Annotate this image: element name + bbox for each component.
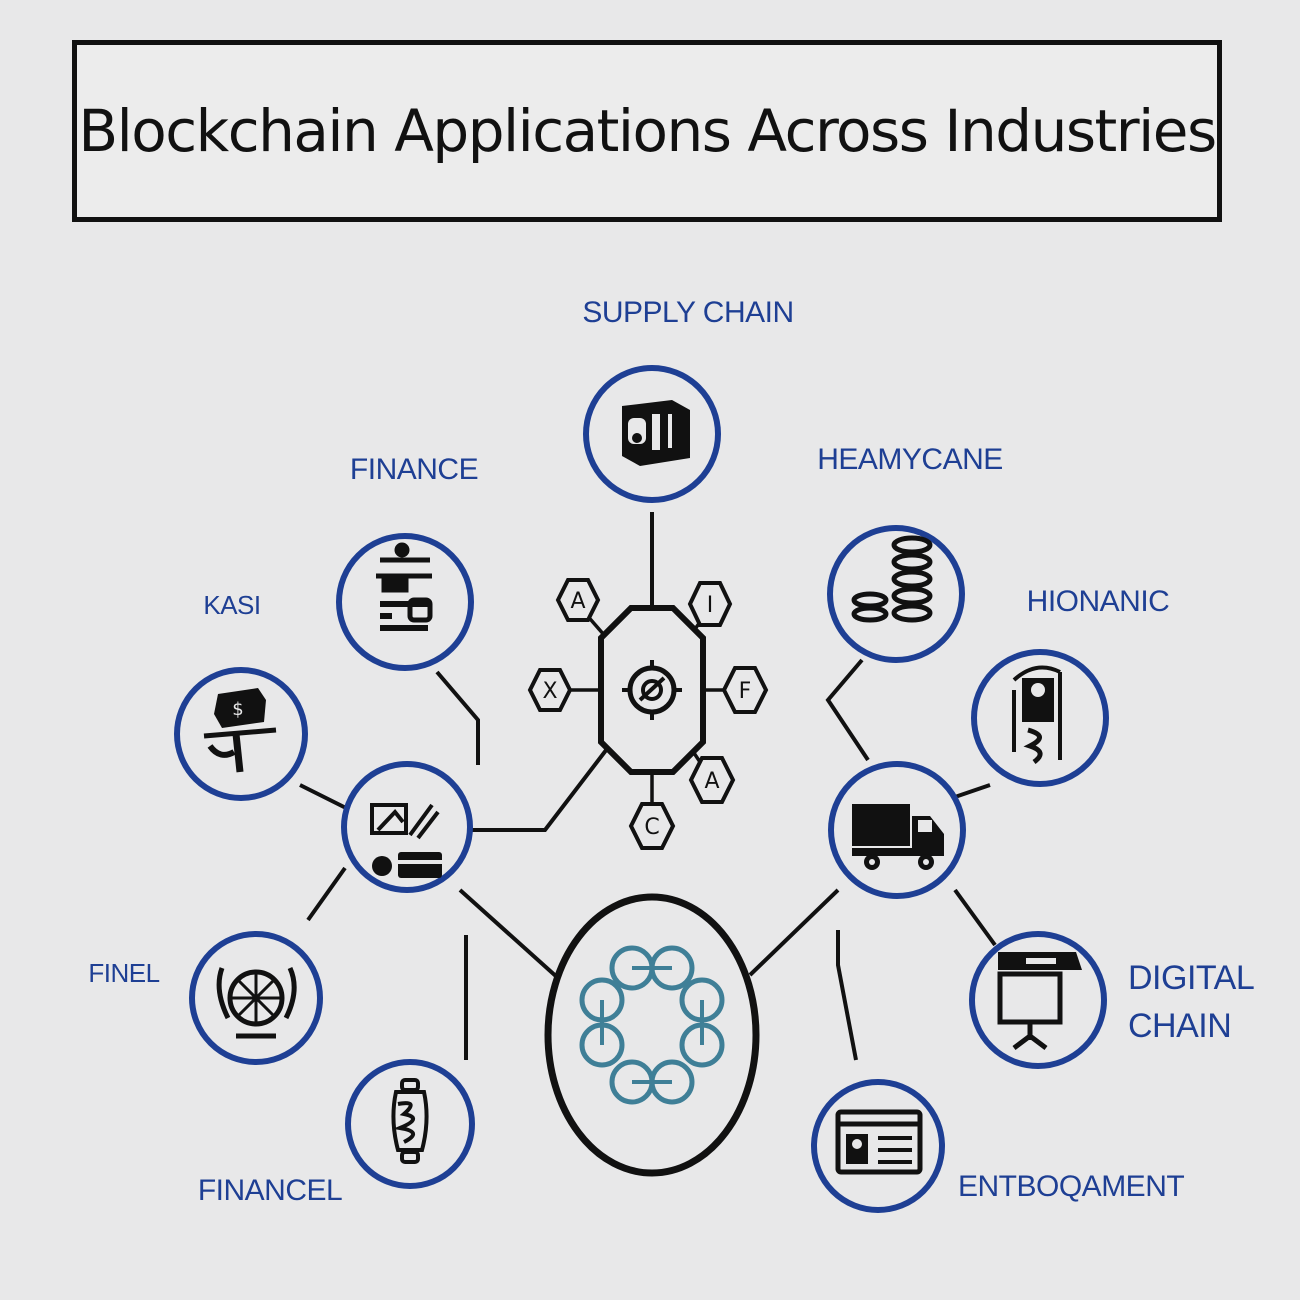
svg-text:A: A xyxy=(704,769,719,794)
connector-hionanic-right-hub xyxy=(951,783,991,800)
title-box: Blockchain Applications Across Industrie… xyxy=(72,40,1222,222)
svg-text:I: I xyxy=(707,593,714,618)
hub-node-i: I xyxy=(687,581,733,627)
label-digital-chain: DIGITAL CHAIN xyxy=(1128,955,1255,1050)
package-icon xyxy=(622,400,690,466)
connector-right-hub-digital xyxy=(953,888,997,947)
node-entertainment xyxy=(811,1079,945,1213)
label-finel: FINEL xyxy=(88,958,160,988)
coin-stack-icon xyxy=(851,535,933,623)
payment-cards-icon xyxy=(370,803,442,878)
label-digital-chain-line2: CHAIN xyxy=(1128,1006,1232,1045)
id-card-icon xyxy=(835,1109,923,1175)
svg-text:A: A xyxy=(570,589,585,614)
hub-node-x: X xyxy=(527,668,573,712)
label-supply-chain: SUPPLY CHAIN xyxy=(582,296,794,329)
label-hionanic: HIONANIC xyxy=(1026,585,1170,618)
node-digital-chain xyxy=(969,931,1107,1069)
money-bag-icon: $ xyxy=(203,688,277,773)
label-finance-top: FINANCE xyxy=(349,453,479,486)
svg-text:C: C xyxy=(644,815,659,840)
node-hionanic xyxy=(971,649,1109,787)
hub-gear-icon xyxy=(622,660,682,720)
hub-node-a-bottom: A xyxy=(688,756,736,804)
node-healthcare xyxy=(827,525,965,663)
label-entertainment: ENTBOQAMENT xyxy=(958,1170,1185,1203)
connector-finel-left-hub xyxy=(306,866,347,922)
hub-node-f: F xyxy=(721,666,769,714)
monitor-icon xyxy=(997,952,1082,1050)
gear-wheel-icon xyxy=(216,966,297,1039)
label-finance-bottom: FINANCEL xyxy=(197,1174,343,1207)
node-finance-top xyxy=(336,533,474,671)
node-supply-chain xyxy=(583,365,721,503)
svg-text:F: F xyxy=(739,679,752,704)
workbench-icon xyxy=(376,542,433,631)
truck-icon xyxy=(852,804,944,870)
node-finel xyxy=(189,931,323,1065)
hub-node-c: C xyxy=(628,802,676,850)
connector-kasi-left-hub xyxy=(299,783,351,812)
page-title: Blockchain Applications Across Industrie… xyxy=(78,97,1217,165)
right-hub-node xyxy=(828,761,966,899)
label-digital-chain-line1: DIGITAL xyxy=(1128,959,1255,997)
node-finance-bottom xyxy=(345,1059,475,1189)
medical-scanner-icon xyxy=(1012,665,1062,765)
blockchain-hub: A I X F A C xyxy=(527,578,769,850)
left-hub-node xyxy=(341,761,473,893)
label-healthcare: HEAMYCANE xyxy=(817,443,1003,476)
chain-ring-icon xyxy=(579,945,725,1105)
connector-finance-left-hub xyxy=(435,670,480,765)
connector-hub-left-hub xyxy=(468,743,612,832)
svg-text:X: X xyxy=(542,679,557,704)
center-blockchain-node xyxy=(544,893,760,1177)
svg-text:$: $ xyxy=(232,699,243,720)
connector-left-hub-center xyxy=(458,888,560,980)
hub-letter-nodes: A I X F A C xyxy=(527,578,769,850)
connector-healthcare-right-hub xyxy=(825,658,870,762)
connector-right-hub-entertainment xyxy=(836,930,858,1061)
filter-canister-icon xyxy=(391,1078,429,1164)
node-kasi: $ xyxy=(174,667,308,801)
label-kasi: KASI xyxy=(203,590,261,620)
connector-lines xyxy=(299,512,997,1061)
hub-node-a-top: A xyxy=(555,578,601,622)
connector-center-right-hub xyxy=(748,888,840,977)
